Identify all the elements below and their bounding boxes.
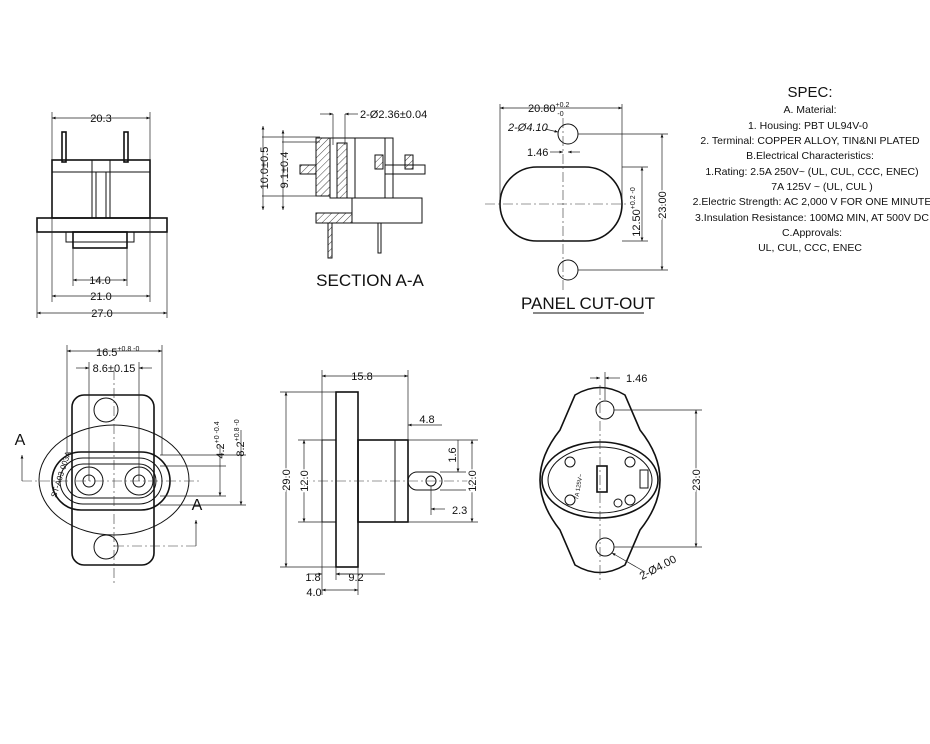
- spec-block: SPEC: A. Material: 1. Housing: PBT UL94V…: [693, 84, 930, 254]
- dim-12-0-left: 12.0: [299, 470, 311, 491]
- dim-4-2: 4.2+0 -0.4: [214, 421, 227, 458]
- spec-line: A. Material:: [783, 104, 836, 116]
- panel-cutout: 20.80+0.2-0 2-Ø4.10 1.46 12.50+0.2 -0 23…: [485, 102, 671, 314]
- dim-12-50: 12.50+0.2 -0: [630, 187, 643, 237]
- dim-27-0: 27.0: [91, 308, 112, 320]
- dim-4-0: 4.0: [306, 587, 321, 599]
- rear-view: 7A 125V~ 1.46 23.0 2-Ø4.00: [539, 372, 705, 583]
- dim-20-3: 20.3: [90, 113, 111, 125]
- dim-23-0: 23.0: [691, 469, 703, 490]
- spec-line: C.Approvals:: [782, 227, 842, 239]
- dim-1-46-rear: 1.46: [626, 373, 647, 385]
- section-a-a: 2-Ø2.36±0.04 10.0±0.5 9.1±0.4 SECTION A-…: [259, 109, 427, 290]
- spec-line: 2. Terminal: COPPER ALLOY, TIN&NI PLATED: [700, 135, 920, 147]
- dim-holes-4-10: 2-Ø4.10: [507, 122, 549, 134]
- dim-4-8: 4.8: [419, 414, 434, 426]
- rear-rating-marking: 7A 125V~: [574, 473, 585, 500]
- spec-line: 2.Electric Strength: AC 2,000 V FOR ONE …: [693, 196, 930, 208]
- side-view: 15.8 4.8 1.6 29.0 12.0 12.0 2.3 1.8 9.2 …: [280, 370, 481, 599]
- dim-1-8: 1.8: [305, 572, 320, 584]
- spec-line: 7A 125V ~ (UL, CUL ): [771, 181, 872, 193]
- section-title: SECTION A-A: [316, 271, 424, 290]
- section-mark-a-right: A: [192, 497, 203, 514]
- dim-20-80: 20.80+0.2-0: [528, 102, 569, 118]
- dim-9-2: 9.2: [348, 572, 363, 584]
- dim-1-46-cutout: 1.46: [527, 147, 548, 159]
- top-view: 20.3 14.0 21.0 27.0: [36, 112, 168, 320]
- dim-12-0-right: 12.0: [467, 470, 479, 491]
- spec-line: UL, CUL, CCC, ENEC: [758, 242, 862, 254]
- dim-1-6: 1.6: [447, 447, 459, 462]
- dim-23-00: 23.00: [657, 191, 669, 219]
- dim-hole-2-36: 2-Ø2.36±0.04: [360, 109, 427, 121]
- dim-29-0: 29.0: [281, 469, 293, 490]
- front-view: 16.5+0.8 -0 8.6±0.15 4.2+0 -0.4 8.2+0.8 …: [15, 345, 247, 585]
- dim-2-3: 2.3: [452, 505, 467, 517]
- section-mark-a-left: A: [15, 432, 26, 449]
- dim-8-2: 8.2+0.8 -0: [234, 419, 247, 456]
- dim-10-0: 10.0±0.5: [259, 147, 271, 190]
- spec-line: 3.Insulation Resistance: 100MΩ MIN, AT 5…: [695, 212, 929, 224]
- dim-14-0: 14.0: [89, 275, 110, 287]
- spec-title: SPEC:: [787, 84, 832, 101]
- spec-line: 1.Rating: 2.5A 250V~ (UL, CUL, CCC, ENEC…: [705, 166, 918, 178]
- dim-15-8: 15.8: [351, 371, 372, 383]
- dim-21-0: 21.0: [90, 291, 111, 303]
- cutout-title: PANEL CUT-OUT: [521, 294, 655, 313]
- dim-8-6: 8.6±0.15: [93, 363, 136, 375]
- dim-16-5: 16.5+0.8 -0: [96, 346, 140, 359]
- dim-9-1: 9.1±0.4: [279, 152, 291, 189]
- spec-line: 1. Housing: PBT UL94V-0: [748, 120, 868, 132]
- dim-holes-4-00: 2-Ø4.00: [638, 553, 679, 582]
- spec-line: B.Electrical Characteristics:: [746, 150, 874, 162]
